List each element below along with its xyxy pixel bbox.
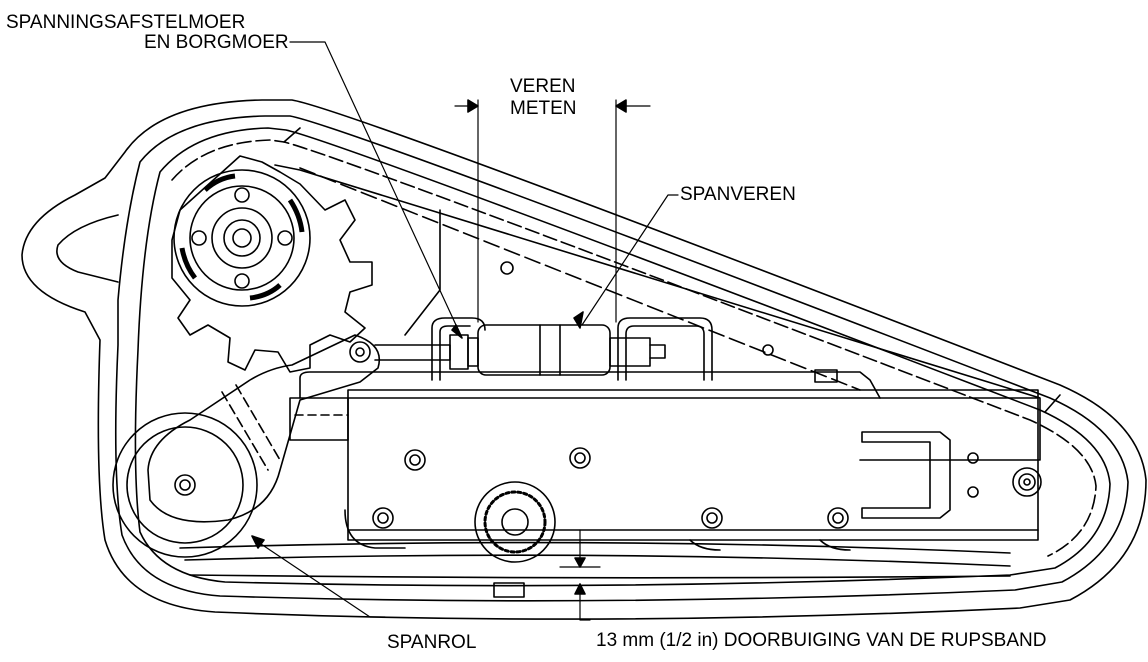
- measure-label-line2: METEN: [510, 98, 577, 119]
- lobe-inner: [57, 215, 118, 282]
- idler-wheel: [113, 413, 257, 557]
- idler-label: SPANROL: [387, 632, 477, 653]
- leader-idler: [255, 540, 385, 617]
- spring-body: [478, 325, 610, 375]
- frame-plate: [275, 165, 1040, 460]
- idler-arm: [148, 335, 379, 522]
- rear-idler: [1013, 468, 1041, 496]
- rear-plate: [862, 432, 950, 518]
- leader-springs: [582, 195, 678, 325]
- lock-nut: [468, 338, 478, 366]
- adjust-nut-label-line2: EN BORGMOER: [144, 32, 289, 53]
- adjust-nut: [450, 335, 468, 369]
- measure-label-line1: VEREN: [510, 76, 576, 97]
- track-lug: [494, 583, 524, 597]
- spring-bracket-right: [618, 318, 712, 380]
- leader-adjust-nut: [290, 42, 462, 338]
- track-outer-inner-line: [116, 116, 1128, 601]
- drive-sprocket: [172, 156, 372, 372]
- spring-bracket-left: [432, 318, 485, 380]
- adjust-nut-label-line1: SPANNINGSAFSTELMOER: [6, 12, 246, 33]
- deflection-label: 13 mm (1/2 in) DOORBUIGING VAN DE RUPSBA…: [596, 630, 1047, 651]
- track-frame: [348, 390, 1038, 540]
- track-frame-box: [300, 372, 880, 398]
- track-bottom-belt: [180, 543, 1010, 553]
- track-outer-outline: [22, 100, 1146, 619]
- springs-label: SPANVEREN: [680, 184, 796, 205]
- center-bogie: [475, 482, 555, 562]
